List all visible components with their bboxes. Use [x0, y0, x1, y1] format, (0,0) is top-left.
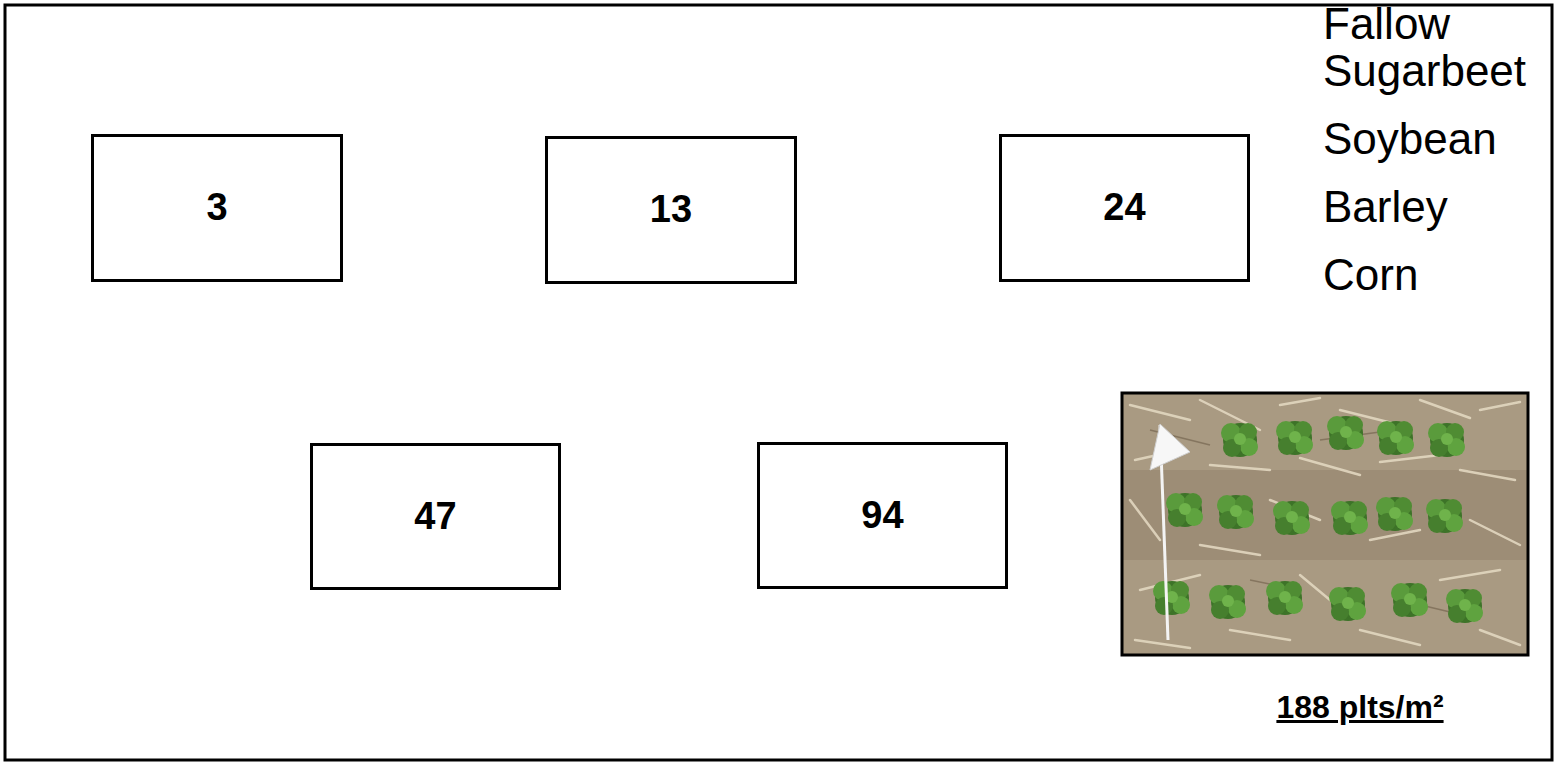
plot-box: 3: [91, 134, 343, 282]
plot-box: 13: [545, 136, 797, 284]
crop-name: Sugarbeet: [1323, 47, 1526, 95]
plot-box: 94: [757, 442, 1008, 589]
plot-number: 94: [861, 495, 903, 537]
crop-name: Fallow: [1323, 0, 1450, 48]
field-photo: [1122, 393, 1528, 655]
plot-number: 47: [414, 496, 456, 538]
crop-name: Barley: [1323, 183, 1448, 231]
plot-box: 24: [999, 134, 1250, 282]
crop-name: Soybean: [1323, 115, 1497, 163]
plot-number: 24: [1103, 187, 1145, 229]
plot-box: 47: [310, 443, 561, 590]
outer-frame: [5, 5, 1552, 760]
density-caption: 188 plts/m²: [1276, 690, 1443, 725]
plot-number: 13: [650, 189, 692, 231]
plot-number: 3: [206, 187, 227, 229]
crop-name: Corn: [1323, 251, 1418, 299]
